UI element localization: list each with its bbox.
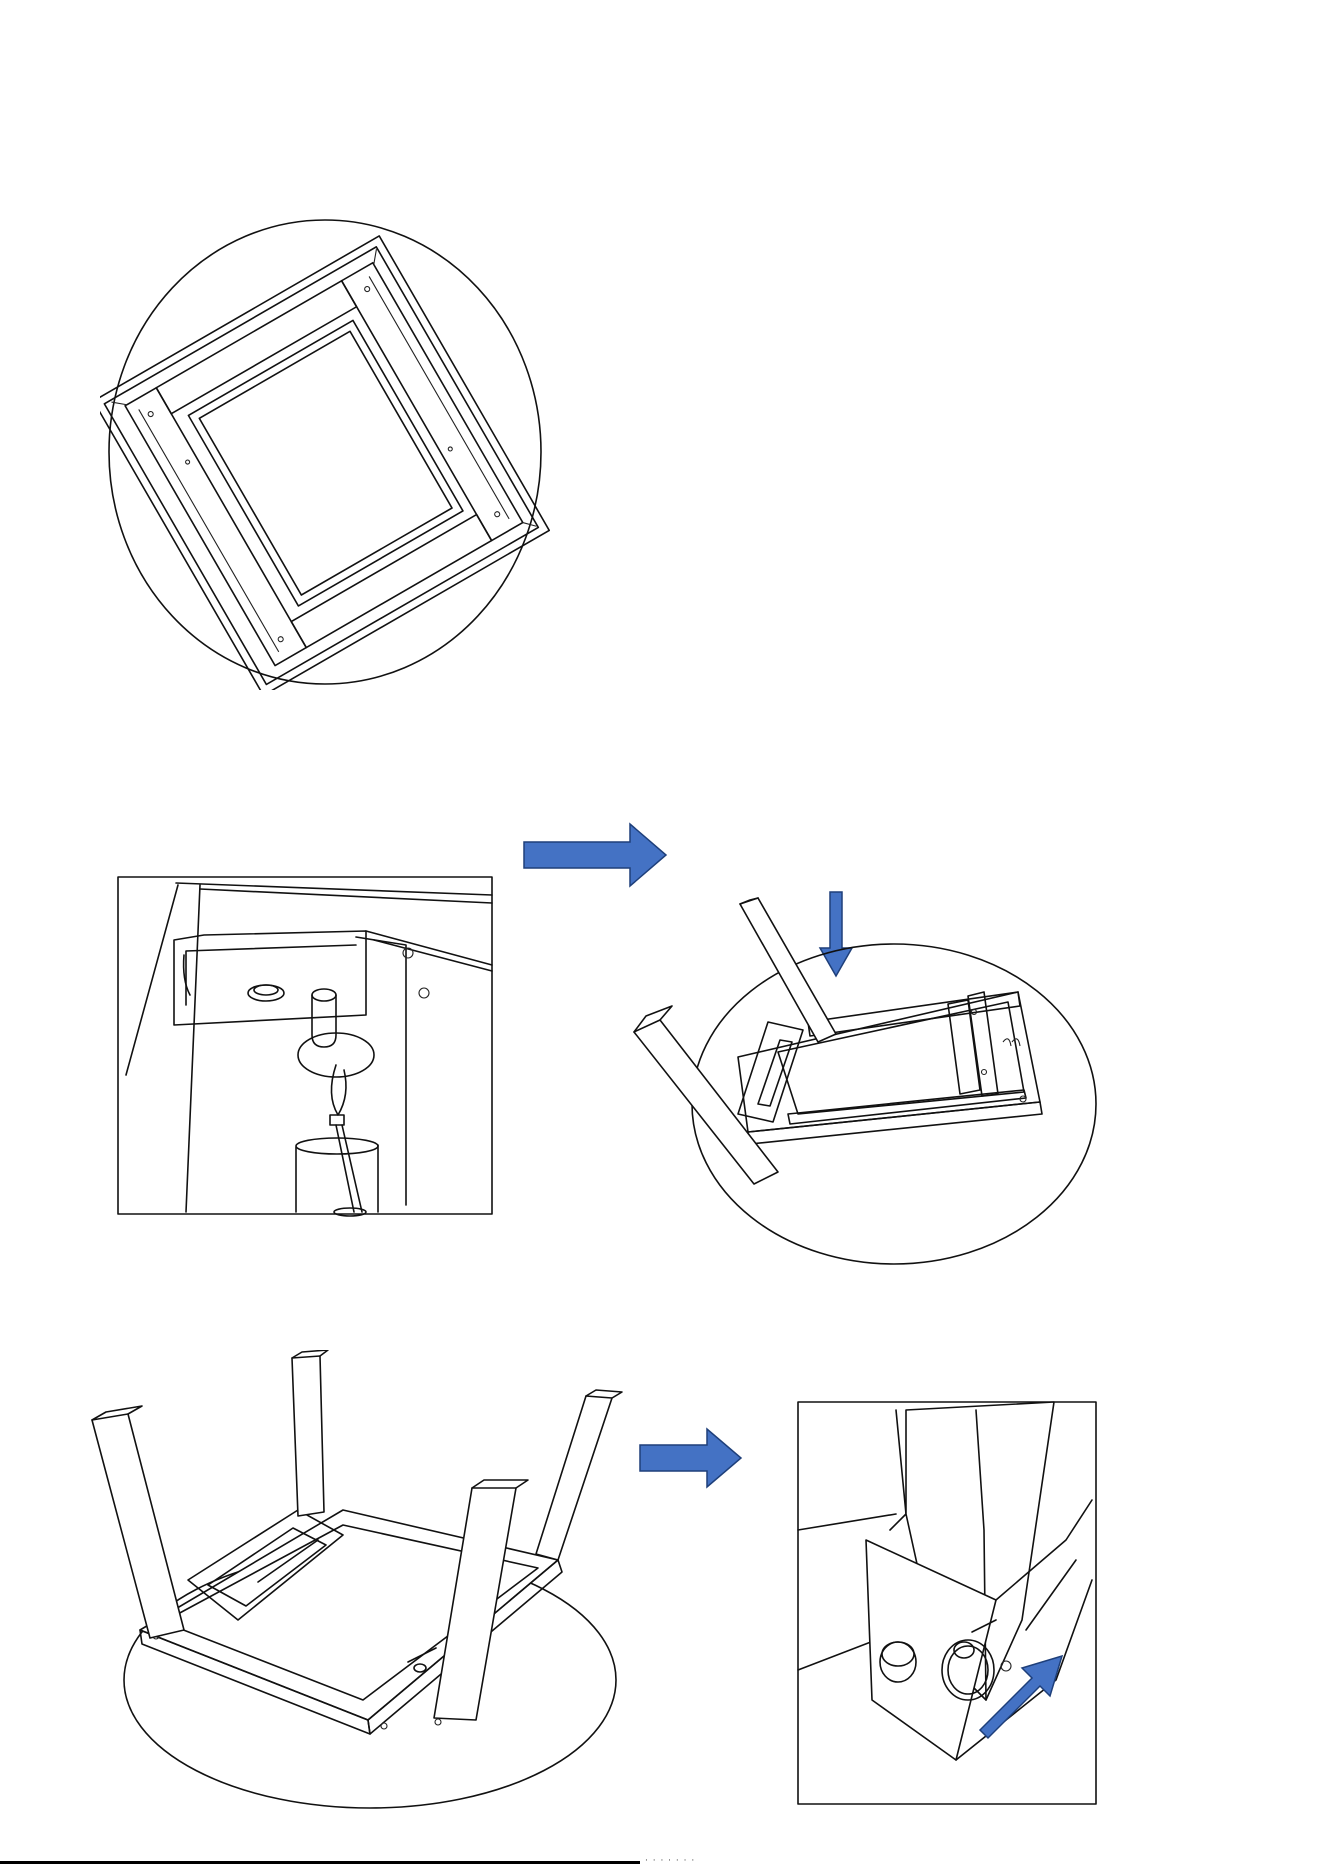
diagonal-arrow-lock <box>976 1650 1068 1742</box>
two-legs-unfolding <box>628 892 1098 1270</box>
table-frame-top-view <box>100 215 550 690</box>
leg-bracket-pin-closeup <box>116 875 496 1220</box>
footer-rule <box>0 1861 640 1864</box>
four-legs-upright <box>88 1350 628 1810</box>
right-arrow-step-2 <box>520 820 670 890</box>
right-arrow-step-3 <box>637 1425 745 1491</box>
leg-locked-closeup <box>796 1400 1098 1806</box>
footer-text: · · · · · · · <box>645 1856 695 1866</box>
